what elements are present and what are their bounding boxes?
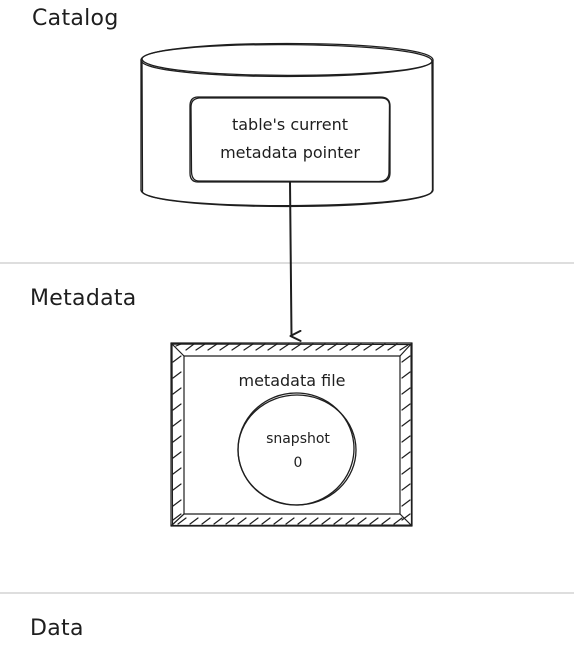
snapshot-id: 0	[294, 455, 303, 471]
metadata-layer-label: Metadata	[30, 286, 137, 311]
catalog-layer-label: Catalog	[32, 6, 119, 31]
catalog-cylinder	[140, 42, 434, 208]
metadata-pointer-box	[189, 96, 391, 183]
snapshot-circle	[237, 392, 357, 506]
pointer-label-line2: metadata pointer	[220, 143, 360, 162]
snapshot-label: snapshot	[266, 431, 330, 447]
pointer-label-line1: table's current	[232, 115, 348, 134]
metadata-file-label: metadata file	[239, 371, 346, 390]
data-layer-label: Data	[30, 616, 84, 641]
pointer-arrow	[289, 181, 302, 342]
